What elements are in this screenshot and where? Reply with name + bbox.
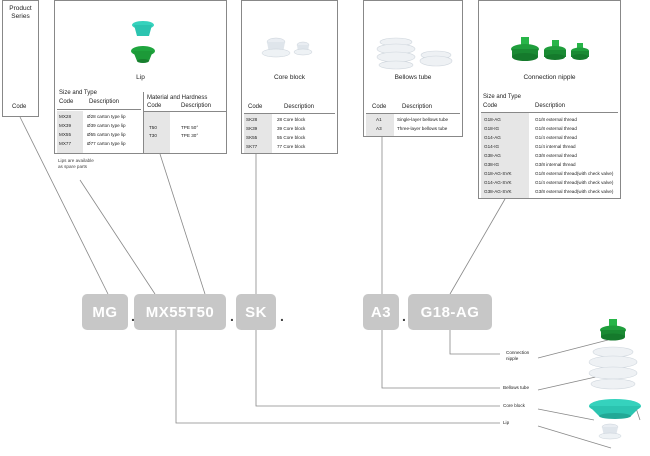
lip-code-header: Code [59,99,74,105]
core-row-desc: 77 Core block [277,144,306,149]
product-series-title-2: Series [11,13,30,20]
callout-nipple-1: Connection [506,350,530,355]
part-dot: . [230,308,234,324]
line-series [19,116,109,295]
part-dot: . [131,308,135,324]
nipple-row-desc: G1/4 external thread [535,135,577,140]
product-series-box: Product Series Code [2,0,39,117]
core-row-code: SK28 [246,117,258,122]
nipple-row-code: G14-AG [484,135,501,140]
core-block-image [261,37,313,58]
nipple-desc-header: Description [535,103,566,109]
product-series-title-1: Product [9,5,32,12]
nipple-row-code: G18-AG-SVK [484,171,512,176]
product-series-code-label: Code [12,104,27,110]
lip-box: Lip Size and Type Code Description Mater… [54,0,227,154]
lip-mat-row-code: T50 [149,125,157,130]
line-lip-material [159,153,206,295]
bellows-row-code: A1 [376,117,382,122]
lip-mat-row-desc: TPE 50° [181,125,199,130]
nipple-row-code: G38-AG-SVK [484,189,512,194]
part-dot: . [280,308,284,324]
lip-row-code: MX55 [59,132,72,137]
part-segment-series: MG [82,294,128,330]
callout-lip: Lip [503,420,510,425]
lip-title: Lip [136,74,145,81]
core-row-desc: 28 Core block [277,117,306,122]
nipple-row-code: G14-IG [484,144,500,149]
part-segment-bellows: A3 [363,294,399,330]
core-block-box: Core block Code Description SK28 28 Core… [241,0,338,154]
bellows-row-desc: Three-layer bellows tube [397,126,448,131]
lip-row-code: MX77 [59,141,72,146]
lip-mat-row-code: T30 [149,133,157,138]
bellows-title: Bellows tube [394,74,432,81]
line-callout-lip [175,330,500,424]
bellows-desc-header: Description [402,104,433,110]
assembly-image [588,319,641,440]
nipple-row-desc: G1/8 external thread [535,117,577,122]
nipple-title: Connection nipple [523,74,576,81]
lip-row-desc: Ø39 carton type lip [87,123,126,128]
bellows-box: Bellows tube Code Description A1 Single-… [363,0,463,137]
lip-mat-row-desc: TPE 30° [181,133,199,138]
part-segment-nipple: G18-AG [408,294,492,330]
lip-mat-desc-header: Description [181,103,212,109]
nipple-row-code: G14-AG-SVK [484,180,512,185]
nipple-box: Connection nipple Size and Type Code Des… [478,0,621,199]
lip-row-desc: Ø55 carton type lip [87,132,126,137]
core-desc-header: Description [284,104,315,110]
lip-desc-header: Description [89,99,120,105]
lip-row-desc: Ø28 carton type lip [87,114,126,119]
part-segment-core: SK [236,294,276,330]
lip-size-type-label: Size and Type [59,90,97,96]
nipple-row-desc: G1/8 external thread(with check valve) [535,171,614,176]
part-dot: . [402,308,406,324]
core-row-desc: 39 Core block [277,126,306,131]
bellows-image [376,37,453,70]
nipple-row-desc: G1/8 external thread [535,126,577,131]
nipple-row-code: G18-AG [484,117,501,122]
lip-image [131,21,155,63]
part-segment-lip: MX55T50 [134,294,226,330]
callout-bellows: Bellows tube [503,385,530,390]
core-code-header: Code [248,104,263,110]
lip-note-1: Lips are available [58,158,94,163]
line-callout-core [255,330,500,407]
nipple-row-desc: G1/4 internal thread [535,144,576,149]
nipple-row-code: G38-IG [484,162,500,167]
lip-row-desc: Ø77 carton type lip [87,141,126,146]
nipple-row-desc: G3/8 external thread(with check valve) [535,189,614,194]
nipple-size-type-label: Size and Type [483,94,521,100]
line-lip-size [79,179,156,295]
bellows-row-code: A3 [376,126,382,131]
nipple-image [511,37,589,61]
callout-nipple-2: nipple [506,356,519,361]
lip-mat-code-header: Code [147,103,162,109]
nipple-row-desc: G1/4 external thread(with check valve) [535,180,614,185]
bellows-code-header: Code [372,104,387,110]
core-row-code: SK55 [246,135,258,140]
line-callout-nipple [449,330,500,355]
lip-material-label: Material and Hardness [147,95,208,101]
core-row-code: SK39 [246,126,258,131]
line-nipple [449,198,506,295]
callout-core: Core block [503,403,525,408]
core-row-code: SK77 [246,144,258,149]
nipple-row-code: G18-IG [484,126,500,131]
core-row-desc: 55 Core block [277,135,306,140]
line-callout-bellows [381,330,500,389]
bellows-row-desc: Single-layer bellows tube [397,117,449,122]
lip-row-code: MX39 [59,123,72,128]
nipple-row-desc: G3/8 internal thread [535,162,576,167]
lip-row-code: MX28 [59,114,72,119]
nipple-code-header: Code [483,103,498,109]
nipple-row-desc: G3/8 external thread [535,153,577,158]
nipple-row-code: G38-AG [484,153,501,158]
lip-note-2: as spare parts [58,164,88,169]
core-block-title: Core block [273,74,306,81]
